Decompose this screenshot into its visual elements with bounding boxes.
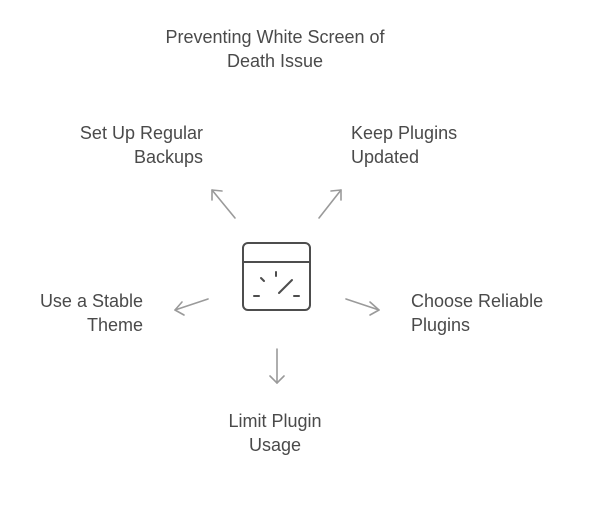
node-set-up-regular-backups: Set Up Regular Backups: [40, 121, 203, 169]
node-limit-usage-line-2: Usage: [248, 435, 302, 455]
node-keep-plugins-updated: Keep Plugins Updated: [351, 121, 511, 169]
browser-window-gauge-icon: [242, 242, 311, 311]
window-frame: [242, 242, 311, 311]
diagram-title: Preventing White Screen of Death Issue: [145, 25, 405, 73]
arrow-to-stable-theme: [174, 298, 209, 316]
arrow-to-reliable-plugins: [345, 298, 380, 316]
node-stable-theme-line-1: Use a Stable: [39, 291, 143, 311]
node-plugins-updated-line-2: Updated: [351, 147, 420, 167]
node-backups-line-2: Backups: [133, 147, 203, 167]
arrow-to-plugins-updated: [318, 189, 342, 219]
node-use-a-stable-theme: Use a Stable Theme: [10, 289, 143, 337]
node-choose-reliable-plugins: Choose Reliable Plugins: [411, 289, 581, 337]
node-reliable-plugins-line-2: Plugins: [411, 315, 471, 335]
arrow-to-limit-usage: [269, 348, 285, 384]
arrow-to-backups: [211, 189, 236, 219]
node-limit-usage-line-1: Limit Plugin: [228, 411, 322, 431]
diagram-title-line-2: Death Issue: [226, 51, 324, 71]
gauge-needle: [278, 279, 293, 294]
diagram-title-line-1: Preventing White Screen of: [165, 27, 385, 47]
node-stable-theme-line-2: Theme: [86, 315, 143, 335]
node-limit-plugin-usage: Limit Plugin Usage: [195, 409, 355, 457]
node-plugins-updated-line-1: Keep Plugins: [351, 123, 458, 143]
node-backups-line-1: Set Up Regular: [79, 123, 203, 143]
gauge-tick-upper-left: [260, 277, 265, 282]
node-reliable-plugins-line-1: Choose Reliable: [411, 291, 544, 311]
